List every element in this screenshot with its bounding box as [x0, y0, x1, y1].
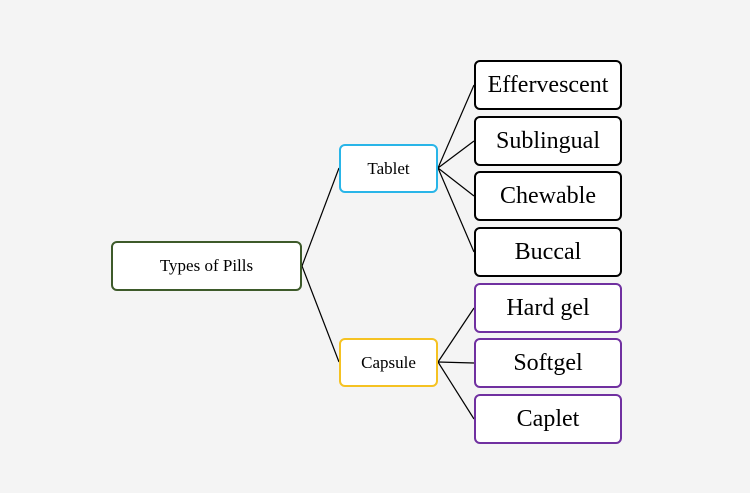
connector-capsule-caplet — [437, 361, 475, 420]
branch-node-capsule[interactable]: Capsule — [339, 338, 438, 387]
leaf-label: Buccal — [514, 238, 582, 265]
connector-tablet-chewable — [437, 167, 475, 197]
leaf-label: Effervescent — [487, 71, 609, 98]
leaf-node-chewable[interactable]: Chewable — [474, 171, 622, 221]
connector-root-capsule — [301, 265, 340, 363]
leaf-node-effervescent[interactable]: Effervescent — [474, 60, 622, 110]
branch-label-tablet: Tablet — [367, 158, 410, 178]
leaf-label: Hard gel — [506, 294, 590, 321]
connector-root-tablet — [301, 167, 340, 267]
leaf-node-caplet[interactable]: Caplet — [474, 394, 622, 444]
leaf-node-hard-gel[interactable]: Hard gel — [474, 283, 622, 333]
leaf-node-softgel[interactable]: Softgel — [474, 338, 622, 388]
leaf-node-buccal[interactable]: Buccal — [474, 227, 622, 277]
connector-capsule-softgel — [437, 361, 475, 364]
leaf-label: Caplet — [516, 405, 580, 432]
leaf-label: Chewable — [500, 182, 596, 209]
branch-node-tablet[interactable]: Tablet — [339, 144, 438, 193]
connector-tablet-effervescent — [437, 84, 475, 169]
root-label: Types of Pills — [159, 256, 254, 275]
branch-label-capsule: Capsule — [361, 352, 416, 372]
connector-tablet-sublingual — [437, 140, 475, 169]
leaf-node-sublingual[interactable]: Sublingual — [474, 116, 622, 166]
connector-tablet-buccal — [437, 167, 475, 253]
leaf-label: Softgel — [513, 349, 583, 376]
leaf-label: Sublingual — [495, 127, 600, 154]
root-node[interactable]: Types of Pills — [111, 241, 302, 291]
connector-capsule-hardgel — [437, 307, 475, 363]
